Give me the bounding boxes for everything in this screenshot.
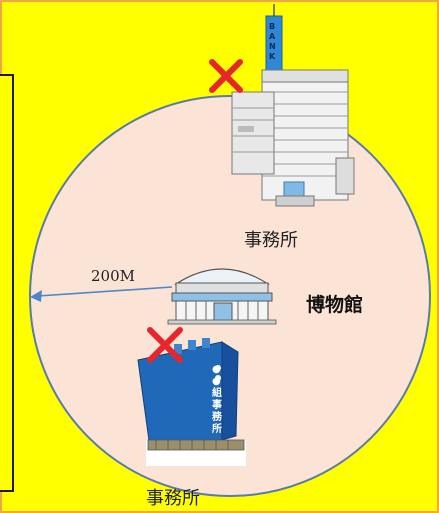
red-x-icon-bottom bbox=[147, 327, 183, 363]
building-sign-text: ●●組事務所 bbox=[212, 364, 222, 435]
bank-sign-text: BANK bbox=[269, 22, 276, 61]
gang-office-building-icon bbox=[137, 338, 246, 466]
museum-building-icon bbox=[167, 268, 277, 325]
office-label-bottom: 事務所 bbox=[146, 488, 200, 509]
bank-building-icon bbox=[231, 4, 355, 207]
distance-label: 200M bbox=[91, 267, 135, 285]
office-label-top: 事務所 bbox=[244, 230, 298, 251]
red-x-icon-top bbox=[209, 59, 243, 93]
left-boundary-box bbox=[0, 74, 14, 492]
distance-arrow bbox=[30, 286, 173, 302]
museum-label: 博物館 bbox=[306, 294, 364, 316]
